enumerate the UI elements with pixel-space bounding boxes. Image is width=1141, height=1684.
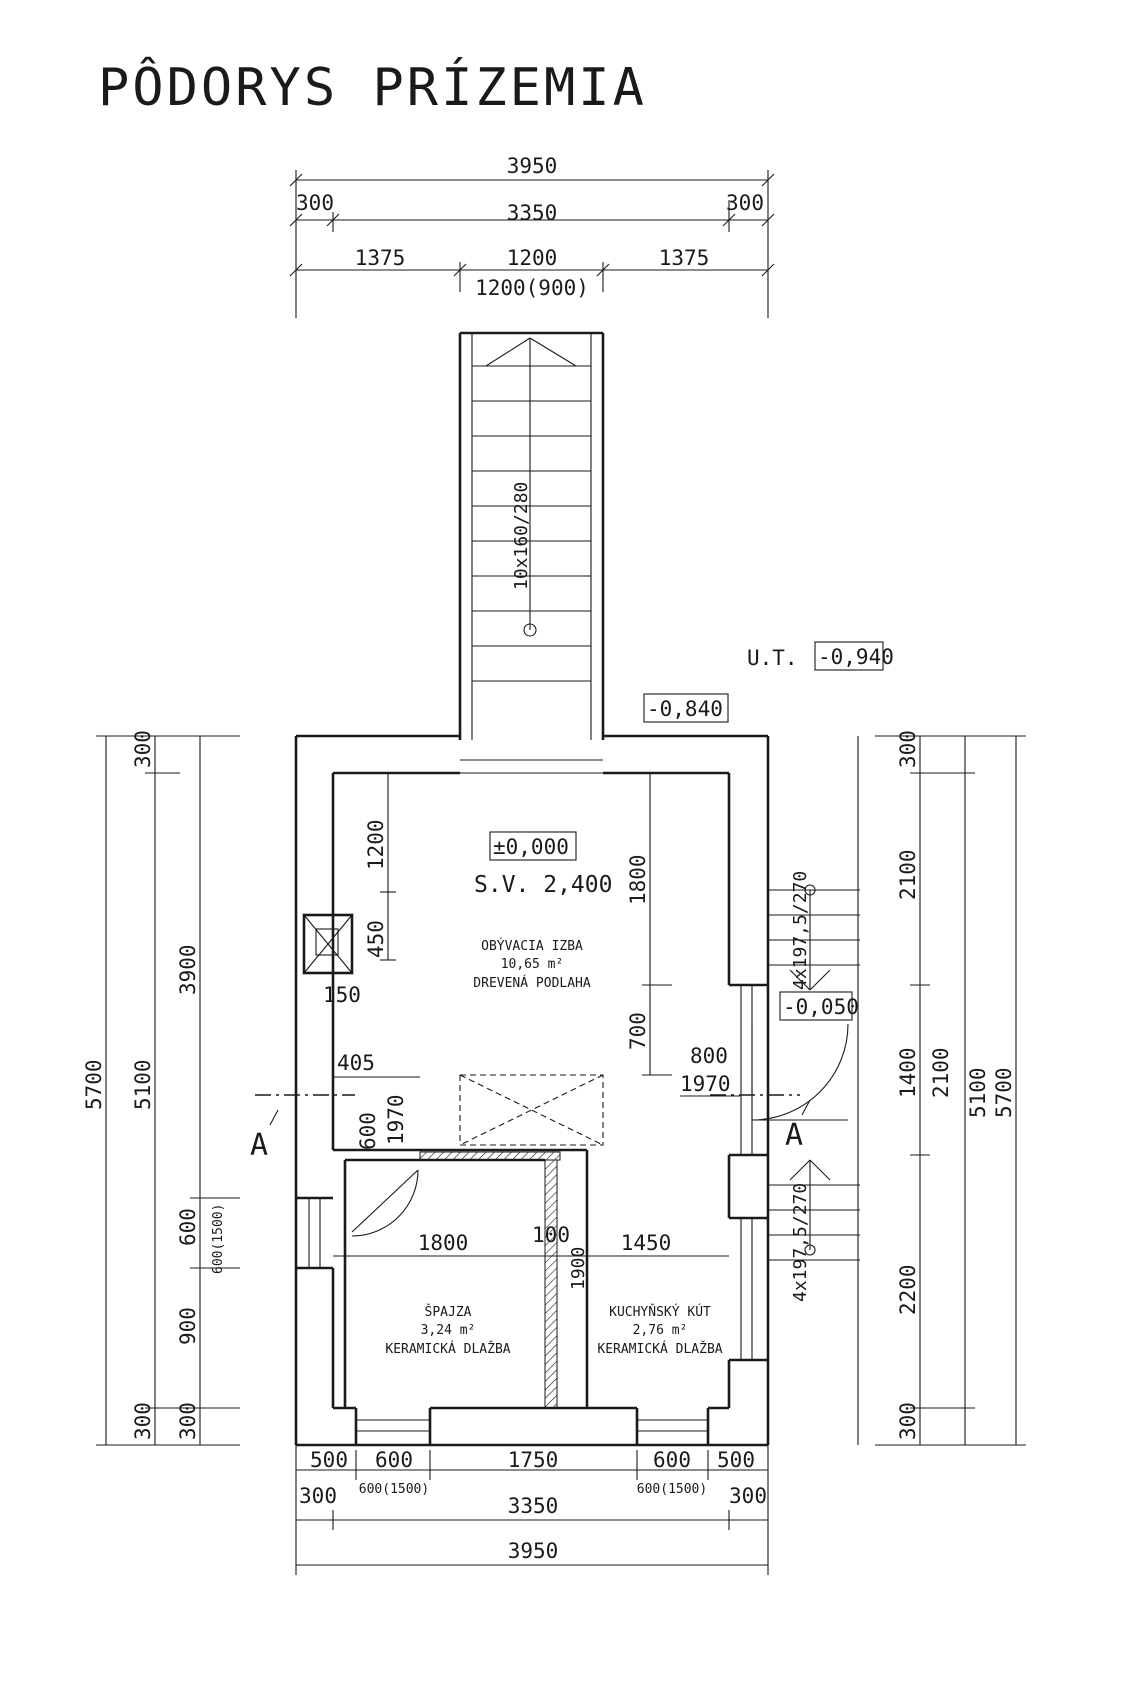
walls [294,734,770,1447]
dim-800: 800 [690,1044,728,1068]
living-room-floor: DREVENÁ PODLAHA [473,975,591,991]
dim-left-overall: 5700 [82,1059,106,1110]
dim-1970-left: 1970 [384,1094,408,1145]
dim-left-upper: 3900 [176,944,200,995]
dim-left-sill: 900 [176,1307,200,1345]
side-stairs: 4x197,5/270 4x197,5/270 [768,736,860,1445]
dim-left-inner: 5100 [131,1059,155,1110]
side-stair-lower: 4x197,5/270 [790,1183,811,1302]
dim-1900: 1900 [568,1247,589,1290]
dim-top-opening: 1200(900) [475,276,589,300]
dim-right-top-wall: 300 [896,730,920,768]
top-dimensions: 3950 300 3350 300 1375 1200 1375 1200(90… [289,154,775,318]
dim-bottom-inner: 3350 [508,1494,559,1518]
pantry-floor: KERAMICKÁ DLAŽBA [385,1341,510,1357]
living-room-area: 10,65 m² [501,957,564,972]
dim-top-left-seg: 1375 [355,246,406,270]
dim-bottom-w4: 600(1500) [637,1482,707,1497]
dim-bottom-right-wall: 300 [729,1484,767,1508]
dim-bottom-s3: 1750 [508,1448,559,1472]
kitchen-name: KUCHYŇSKÝ KÚT [609,1304,711,1320]
dim-top-right-wall: 300 [726,191,764,215]
level-marks: U.T. -0,940 -0,840 ±0,000 S.V. 2,400 -0,… [474,641,894,1021]
dim-bottom-left-wall: 300 [299,1484,337,1508]
section-mark-left: A [250,1128,268,1163]
terrain-level: -0,940 [818,645,894,669]
dim-1800-horizontal: 1800 [418,1231,469,1255]
section-mark-right: A [785,1118,803,1153]
right-dimensions: 300 2100 1400 2100 5100 5700 2200 300 [875,730,1026,1446]
dim-700: 700 [626,1012,650,1050]
dim-bottom-s1: 500 [310,1448,348,1472]
room-height: S.V. 2,400 [474,872,612,898]
bottom-dimensions: 500 600 1750 600 500 600(1500) 600(1500)… [295,1435,769,1575]
section-marks: A A [250,1094,811,1163]
kitchen-area: 2,76 m² [633,1323,688,1338]
dim-100: 100 [532,1223,570,1247]
entry-level: -0,840 [647,697,723,721]
dim-right-bottom-wall: 300 [896,1402,920,1440]
dim-top-overall: 3950 [507,154,558,178]
pantry-name: ŠPAJZA [425,1304,472,1320]
doors [351,1023,849,1237]
side-stair-upper: 4x197,5/270 [790,871,811,990]
terrain-label: U.T. [747,646,798,670]
dim-1800-vertical: 1800 [626,854,650,905]
dim-top-mid-seg: 1200 [507,246,558,270]
dim-1970-door: 1970 [680,1072,731,1096]
dim-left-bottom-wall-b: 300 [176,1402,200,1440]
dim-405: 405 [337,1051,375,1075]
dim-bottom-s4: 600 [653,1448,691,1472]
drawing-title: PÔDORYS PRÍZEMIA [98,58,647,118]
dim-bottom-overall: 3950 [508,1539,559,1563]
left-dimensions: 5700 5100 300 3900 600 600(1500) 900 300… [82,730,240,1446]
dim-1200: 1200 [364,819,388,870]
stair-top-label: 10x160/280 [511,482,532,590]
dim-right-upper: 2100 [896,849,920,900]
dim-left-window: 600 [176,1208,200,1246]
dim-150: 150 [323,983,361,1007]
floor-zero-level: ±0,000 [493,835,569,859]
dim-right-lower: 2200 [896,1264,920,1315]
dim-top-inner: 3350 [507,201,558,225]
dim-right-door: 1400 [896,1047,920,1098]
dim-left-bottom-wall-a: 300 [131,1402,155,1440]
dim-450: 450 [364,920,388,958]
dim-bottom-w2: 600(1500) [359,1482,429,1497]
dim-right-inner: 5100 [966,1067,990,1118]
kitchen-floor: KERAMICKÁ DLAŽBA [597,1341,722,1357]
room-labels: OBÝVACIA IZBA 10,65 m² DREVENÁ PODLAHA Š… [385,938,722,1357]
dim-top-right-seg: 1375 [659,246,710,270]
dim-left-top-wall: 300 [131,730,155,768]
dim-600-left: 600 [356,1112,380,1150]
entry-stair: 10x160/280 [458,331,605,740]
dim-top-left-wall: 300 [296,191,334,215]
dim-right-overall: 5700 [992,1067,1016,1118]
dim-right-door-total: 2100 [929,1047,953,1098]
dim-1450: 1450 [621,1231,672,1255]
dim-bottom-s5: 500 [717,1448,755,1472]
side-entry-level: -0,050 [783,995,859,1019]
dim-bottom-s2: 600 [375,1448,413,1472]
pantry-area: 3,24 m² [421,1323,476,1338]
dim-left-window-alt: 600(1500) [211,1204,226,1274]
living-room-name: OBÝVACIA IZBA [481,938,583,954]
interior-dimensions: 1200 450 150 1800 700 800 1970 405 600 1… [323,773,740,1290]
